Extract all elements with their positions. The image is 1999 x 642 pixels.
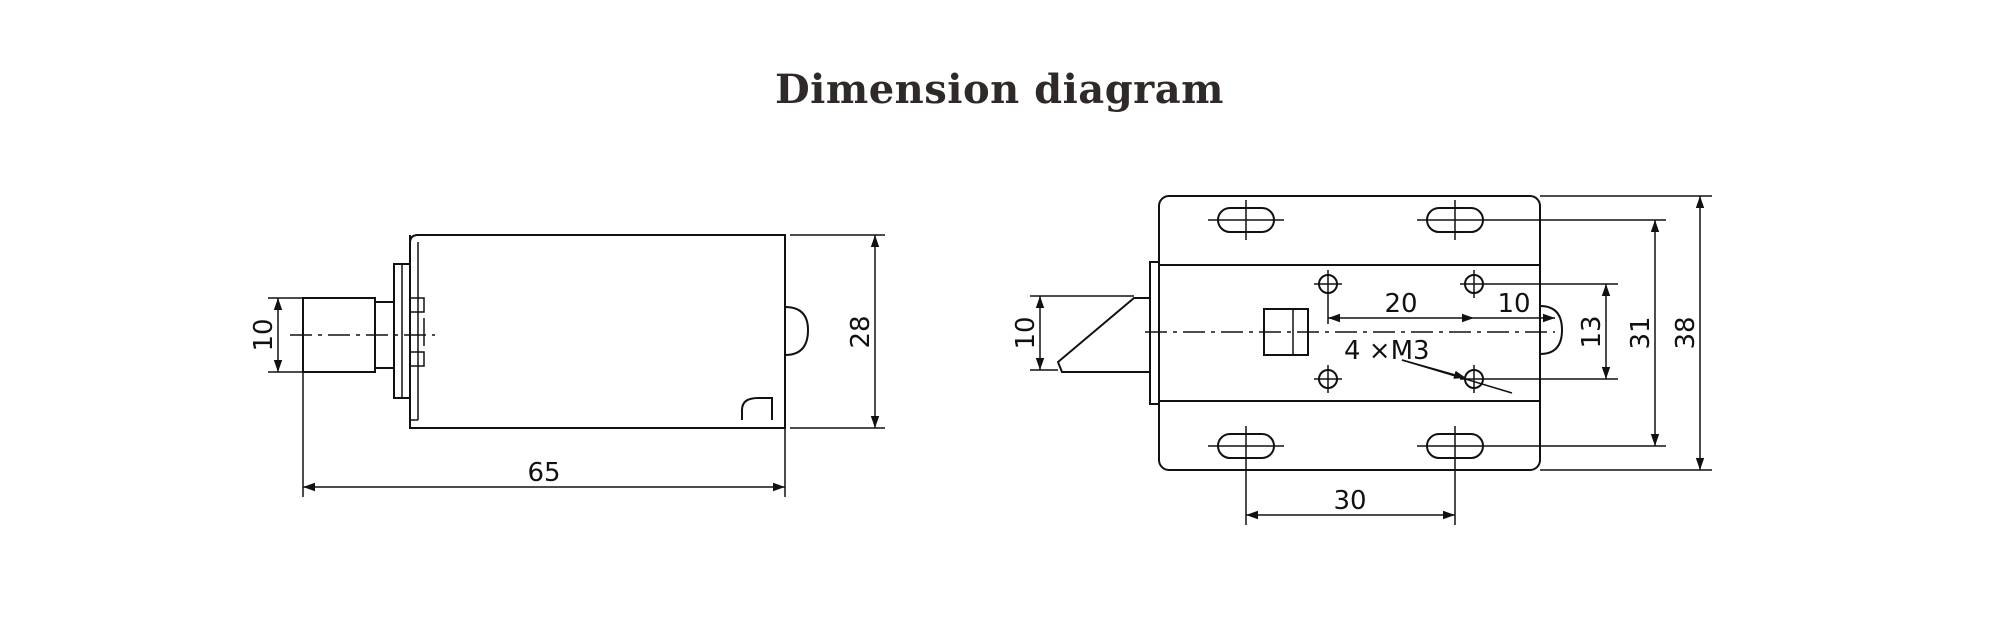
dim-slot-pitch-label: 31 [1626, 316, 1656, 349]
dim-side-height-label: 28 [846, 315, 876, 348]
dim-hole-spacing: 20 [1327, 289, 1474, 324]
dim-overall-height: 38 [1540, 195, 1712, 471]
m3-hole [1314, 365, 1342, 393]
callout-mounting-holes: 4 ×M3 [1344, 336, 1513, 394]
dim-side-length-label: 65 [527, 458, 560, 488]
m3-hole [1314, 270, 1342, 298]
side-flange [393, 263, 425, 399]
mounting-slot [1208, 200, 1284, 240]
dim-side-height: 28 [790, 234, 885, 429]
side-end-cap [784, 306, 810, 356]
front-bolt [1056, 297, 1151, 373]
front-end-cap [1539, 305, 1564, 355]
front-view: 10 20 10 13 31 [1011, 195, 1712, 525]
callout-mounting-holes-label: 4 ×M3 [1344, 336, 1430, 366]
dim-side-plunger: 10 [249, 297, 303, 373]
side-latch [741, 397, 773, 420]
dim-hole-pitch-label: 13 [1577, 315, 1607, 348]
dim-overall-height-label: 38 [1671, 316, 1701, 349]
m3-hole [1460, 270, 1488, 298]
dim-side-length: 65 [302, 372, 786, 497]
mounting-slot [1208, 426, 1284, 466]
dim-slot-spacing-label: 30 [1333, 486, 1366, 516]
dim-front-bolt: 10 [1011, 295, 1134, 371]
mounting-slot [1417, 200, 1493, 240]
page-title: Dimension diagram [774, 66, 1224, 113]
dim-slot-pitch: 31 [1493, 219, 1666, 447]
dim-slot-spacing: 30 [1245, 466, 1456, 525]
front-bolt-flange [1149, 261, 1160, 405]
side-view: 10 28 65 [249, 234, 885, 497]
mounting-slot [1417, 426, 1493, 466]
dim-hole-offset-label: 10 [1497, 289, 1530, 319]
dim-side-plunger-label: 10 [249, 318, 279, 351]
front-base-plate [1158, 195, 1541, 471]
side-body [409, 234, 786, 429]
dim-front-bolt-label: 10 [1011, 316, 1041, 349]
dim-hole-spacing-label: 20 [1384, 289, 1417, 319]
dim-hole-pitch: 13 [1488, 283, 1618, 380]
dim-hole-offset: 10 [1474, 289, 1555, 323]
